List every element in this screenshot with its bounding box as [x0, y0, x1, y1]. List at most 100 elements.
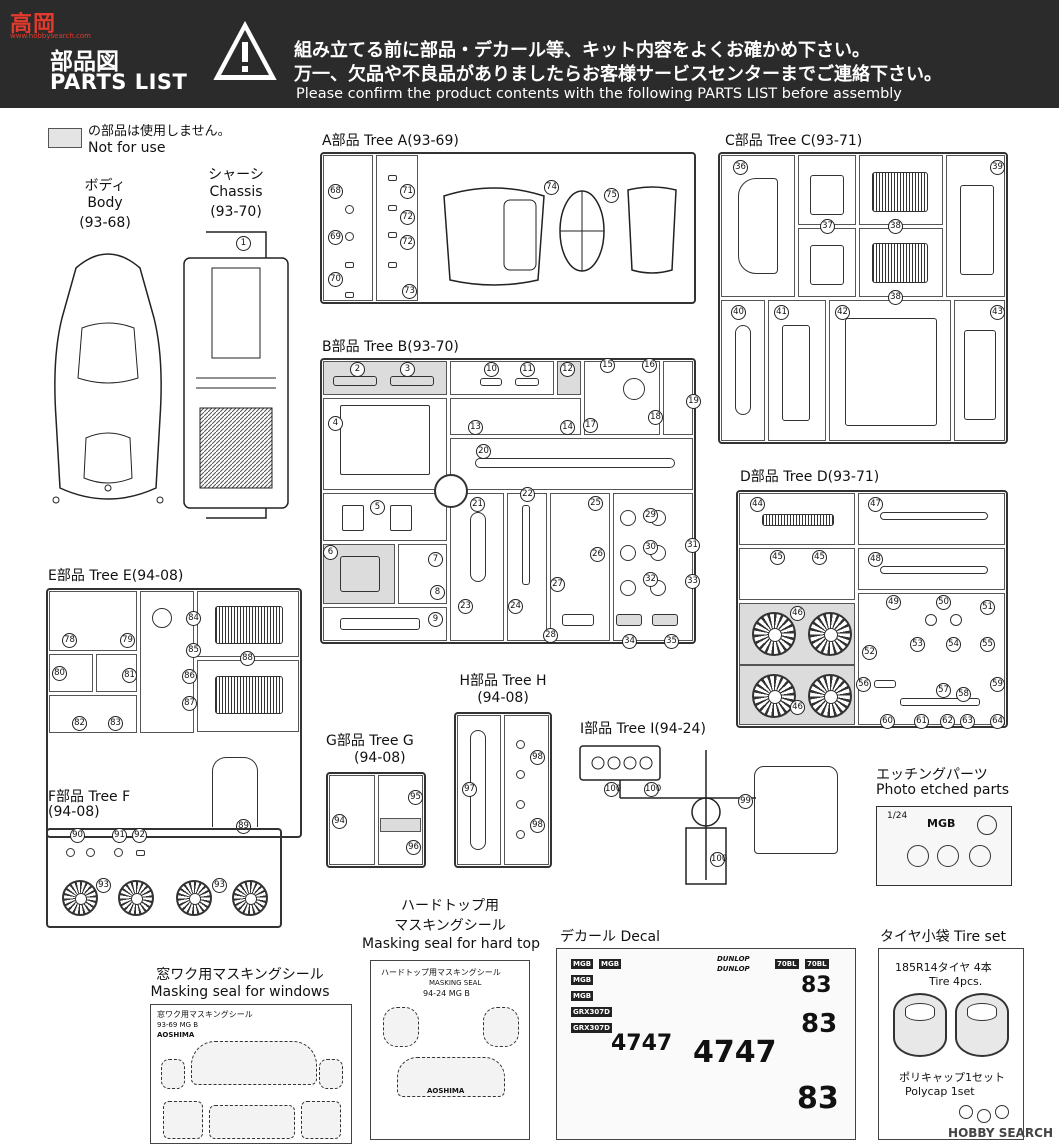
not-used-swatch	[48, 128, 82, 148]
part-number: 40	[731, 305, 746, 320]
hardtop-seal-sheet: ハードトップ用マスキングシール MASKING SEAL 94-24 MG B …	[370, 960, 530, 1140]
tree-g-cell	[378, 775, 423, 865]
part-number: 45	[812, 550, 827, 565]
tree-f-code: (94-08)	[48, 804, 100, 820]
tree-h-cell	[457, 715, 501, 865]
tree-d-cell	[858, 593, 1005, 725]
exhaust-part	[475, 458, 675, 468]
decal-tag: GRX307D	[571, 1007, 612, 1017]
part-shape	[66, 848, 75, 857]
tree-b-cell	[450, 493, 504, 641]
tire-set-bag: 185R14タイヤ 4本 Tire 4pcs. ポリキャップ1セット Polyc…	[878, 948, 1024, 1140]
part-number: 27	[550, 577, 565, 592]
seal-piece	[209, 1105, 295, 1139]
tree-e-cell	[140, 591, 194, 733]
header-banner	[0, 0, 1059, 108]
part-number: 20	[476, 444, 491, 459]
part-number: 7	[428, 552, 443, 567]
tree-b-cell	[323, 607, 447, 641]
part-shape	[345, 232, 354, 241]
part-number: 35	[664, 634, 679, 649]
polycap-part	[977, 1109, 991, 1123]
body-part	[52, 253, 164, 504]
part-shape	[470, 512, 486, 582]
part-number: 30	[643, 540, 658, 555]
part-number: 16	[642, 358, 657, 373]
logo-main-text: 高岡	[10, 12, 57, 37]
part-number: 79	[120, 633, 135, 648]
part-shape	[735, 325, 751, 415]
part-number: 23	[458, 599, 473, 614]
part-number: 36	[733, 160, 748, 175]
part-shape	[388, 175, 397, 181]
part-number: 9	[428, 612, 443, 627]
wheel-part	[176, 880, 212, 916]
part-number: 51	[980, 600, 995, 615]
part-shape	[480, 378, 502, 386]
decal-tag: MGB	[599, 959, 622, 969]
part-shape	[516, 740, 525, 749]
tree-e-frame	[46, 588, 302, 838]
wheel-part	[808, 674, 852, 718]
bumper-part	[880, 566, 988, 574]
part-number: 71	[400, 184, 415, 199]
part-number: 93	[212, 878, 227, 893]
tree-b-cell	[323, 493, 447, 541]
part-shape	[960, 185, 994, 275]
hardtop-window-part	[754, 766, 838, 854]
steering-wheel-part	[623, 378, 645, 400]
part-number: 12	[560, 362, 575, 377]
seat-part	[872, 243, 928, 283]
tree-d-frame	[736, 490, 1008, 728]
part-number: 98	[530, 750, 545, 765]
part-number: 39	[990, 160, 1005, 175]
part-number: 63	[960, 714, 975, 729]
seal-piece	[397, 1057, 505, 1097]
decal-tag: 70BL	[805, 959, 829, 969]
tree-e-cell	[49, 695, 137, 733]
tree-b-cell	[450, 361, 554, 395]
seal-piece	[383, 1007, 419, 1047]
rollbar-part	[212, 757, 258, 827]
decal-sheet: MGB MGB MGB MGB GRX307D GRX307D 70BL 70B…	[556, 948, 856, 1140]
part-number: 85	[186, 643, 201, 658]
part-number: 50	[936, 595, 951, 610]
tree-e-cell	[49, 591, 137, 651]
part-number: 88	[240, 651, 255, 666]
window-seal-sheet-code: 93-69 MG B	[157, 1021, 199, 1029]
tree-b-cell	[584, 361, 660, 435]
seal-piece	[191, 1041, 317, 1085]
part-number: 38	[888, 219, 903, 234]
part-number: 49	[886, 595, 901, 610]
part-number: 80	[52, 666, 67, 681]
part-shape	[652, 614, 678, 626]
part-shape	[562, 614, 594, 626]
part-number: 70	[328, 272, 343, 287]
tree-d-cell	[858, 493, 1005, 545]
tree-c-cell	[954, 300, 1005, 441]
part-number: 100	[644, 782, 661, 797]
hardtop-part	[443, 187, 545, 286]
part-number: 31	[685, 538, 700, 553]
seal-piece	[483, 1007, 519, 1047]
part-shape	[964, 330, 996, 420]
part-number: 34	[622, 634, 637, 649]
part-number: 83	[108, 716, 123, 731]
decal-race-number: 83	[797, 1081, 839, 1116]
part-number: 6	[323, 545, 338, 560]
hardtop-seal-maker: AOSHIMA	[427, 1087, 465, 1095]
part-number: 17	[583, 418, 598, 433]
tree-b-cell	[398, 544, 447, 604]
part-number: 89	[236, 819, 251, 834]
polycap-part	[995, 1105, 1009, 1119]
part-number: 19	[686, 394, 701, 409]
part-number: 4	[328, 416, 343, 431]
part-number: 25	[588, 496, 603, 511]
part-number: 72	[400, 235, 415, 250]
part-number: 82	[72, 716, 87, 731]
part-number: 62	[940, 714, 955, 729]
part-shape	[342, 505, 364, 531]
page-title-jp: 部品図	[50, 49, 119, 75]
part-number: 44	[750, 497, 765, 512]
dashboard-part	[782, 325, 810, 421]
